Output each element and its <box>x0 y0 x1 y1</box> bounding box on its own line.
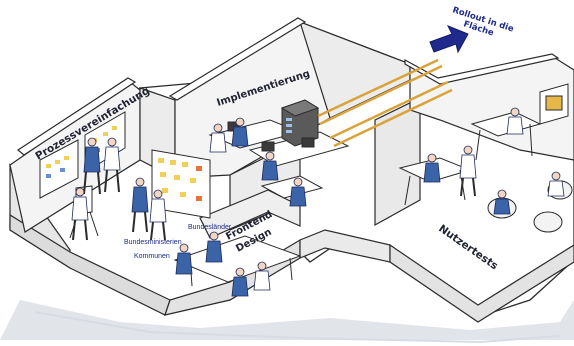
frontend-room-walls <box>199 189 301 239</box>
person <box>149 189 167 241</box>
person <box>506 107 524 135</box>
person <box>209 123 227 153</box>
rollout-beams <box>317 58 453 148</box>
rollout-arrow <box>429 25 469 54</box>
person <box>83 137 101 195</box>
people <box>71 107 565 297</box>
person <box>459 145 477 197</box>
ground-shadow <box>0 300 574 344</box>
person <box>131 177 149 233</box>
person <box>231 267 249 297</box>
person <box>261 151 279 181</box>
person <box>231 117 249 147</box>
label-kommunen: Kommunen <box>134 253 170 260</box>
label-bundeslaender: Bundesländer <box>188 224 232 231</box>
person <box>547 171 565 197</box>
person <box>289 177 307 207</box>
person <box>103 137 121 193</box>
person <box>493 189 511 215</box>
person <box>423 153 441 183</box>
person <box>71 187 89 241</box>
implementierung-furniture <box>208 99 350 199</box>
nutzertests-room-walls <box>404 53 574 161</box>
label-bundesministerien: Bundesministerien <box>124 239 182 246</box>
person <box>175 243 193 275</box>
person <box>205 231 223 263</box>
person <box>253 261 271 291</box>
